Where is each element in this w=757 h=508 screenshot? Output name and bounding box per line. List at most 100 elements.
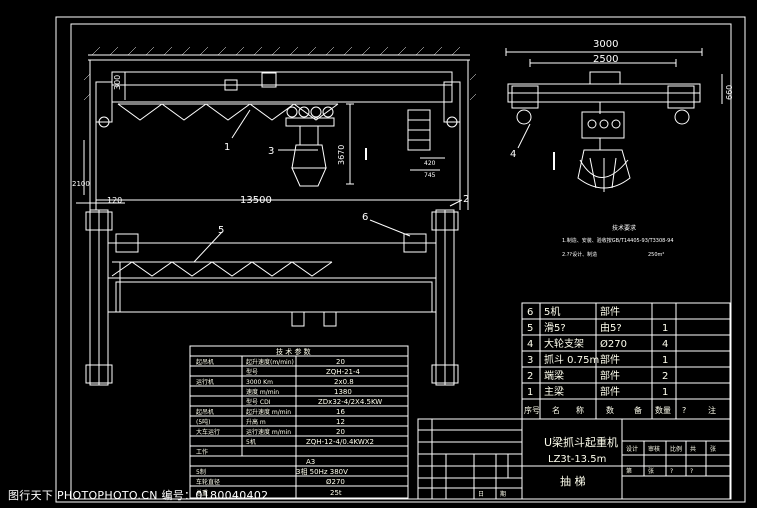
spec-value: 2x0.8 [334,378,354,386]
part-code: Ø270 [600,338,627,350]
sheet-label: 抽 梯 [560,474,586,488]
part-no: 4 [527,339,533,350]
tb-cell: 日 [478,491,484,498]
spec-item: 起升速度 m/min [246,408,291,416]
spec-value: 20 [336,358,345,366]
dim-420: 420 [424,160,436,167]
spec-value: 12 [336,418,345,426]
callout-5: 5 [218,225,224,236]
tb-cell: 设计 [626,445,638,453]
callout-6: 6 [362,212,368,223]
part-name: 端梁 [544,369,564,382]
part-name: 抓斗 0.75m [544,353,599,366]
callout-4: 4 [510,149,516,160]
part-no: 2 [527,371,533,382]
spec-item: 型号 CDI [246,398,271,406]
spec-item: 5机 [246,438,256,446]
spec-table [189,345,409,499]
spec-group: (5吨) [196,418,211,426]
parts-header: 名 [552,405,560,415]
dim-120: 120 [107,196,122,205]
spec-group: 起吊机 [196,408,214,416]
spec-group: 总重 [196,489,208,497]
notes-line3: 250m² [648,252,664,258]
spec-value: ZQH-21-4 [326,368,361,376]
spec-group: 起吊机 [196,358,214,366]
dim-660: 660 [725,85,734,100]
spec-item: 运行速度 m/min [246,428,291,436]
parts-header: 称 [576,405,584,415]
part-qty: 2 [662,371,668,382]
title-block [417,418,731,500]
tb-cell: 期 [500,490,506,498]
spec-item: 3相 50Hz 380V [296,467,348,476]
tb-cell: 第 [626,467,632,475]
spec-group: 5制 [196,468,206,476]
spec-item: 型号 [246,368,258,376]
spec-item: 速度 m/min [246,388,279,396]
part-no: 5 [527,323,533,334]
spec-group: 车轮直径 [196,478,220,486]
front-elevation [76,46,477,210]
spec-item: 3000 Km [246,379,273,386]
spec-value: ZQH-12-4/0.4KWX2 [306,438,374,446]
notes-line1: 1.制造、安装、验收按GB/T14405-93/T3308-94 [562,237,674,244]
dim-3000: 3000 [593,39,618,50]
part-code: 部件 [600,385,620,398]
tb-cell: 共 [690,445,696,453]
spec-value: 25t [330,489,342,497]
spec-value: Ø270 [326,478,345,486]
dim-745: 745 [424,172,436,179]
part-no: 6 [527,307,533,318]
part-code: 部件 [600,353,620,366]
dim-3670: 3670 [337,145,346,165]
part-qty: 1 [662,355,668,366]
drawing-name: U梁抓斗起重机 [544,435,618,449]
parts-header: ? [682,406,686,415]
part-name: 5机 [544,305,560,318]
side-elevation [505,48,723,192]
spec-group: 运行机 [196,378,214,386]
watermark: 图行天下 PHOTOPHOTO.CN 编号：0180040402 [8,489,269,502]
dim-2100: 2100 [72,180,90,188]
spec-value: 16 [336,408,345,416]
tb-cell: 张 [710,445,716,453]
part-name: 主梁 [544,385,564,398]
outer-frame [55,16,746,503]
spec-value: 1380 [334,388,352,396]
tb-cell: 审核 [648,445,660,453]
spec-value: ZDx32-4/2X4.5KW [318,398,382,406]
tb-cell: ? [670,468,673,475]
notes-title: 技术要求 [612,224,636,232]
parts-header: 数 [606,405,614,415]
part-no: 1 [527,387,533,398]
dim-2500: 2500 [593,54,618,65]
callout-2: 2 [463,194,469,205]
parts-header: 注 [708,405,716,415]
spec-value: A3 [306,458,315,466]
part-qty: 1 [662,323,668,334]
callout-1: 1 [224,142,230,153]
parts-header: 数量 [655,405,671,415]
part-code: 部件 [600,305,620,318]
notes-line2: 2.??设计、制造 [562,251,597,258]
parts-header: 备 [634,405,642,415]
part-no: 3 [527,355,533,366]
spec-item: 起升速度(m/min) [246,358,294,366]
drawing-model: LZ3t-13.5m [548,454,606,465]
part-qty: 4 [662,339,668,350]
dim-300: 300 [113,75,122,90]
tb-cell: 张 [648,467,654,475]
spec-group: 工作 [196,448,208,456]
spec-group: 大车运行 [196,428,220,436]
spec-value: 20 [336,428,345,436]
part-qty: 1 [662,387,668,398]
spec-title: 技 术 参 数 [276,347,311,356]
dim-13500: 13500 [240,195,272,206]
callout-3: 3 [268,146,274,157]
part-name: 滑5? [544,322,566,334]
part-name: 大轮支架 [544,337,584,350]
inner-frame [70,23,732,500]
